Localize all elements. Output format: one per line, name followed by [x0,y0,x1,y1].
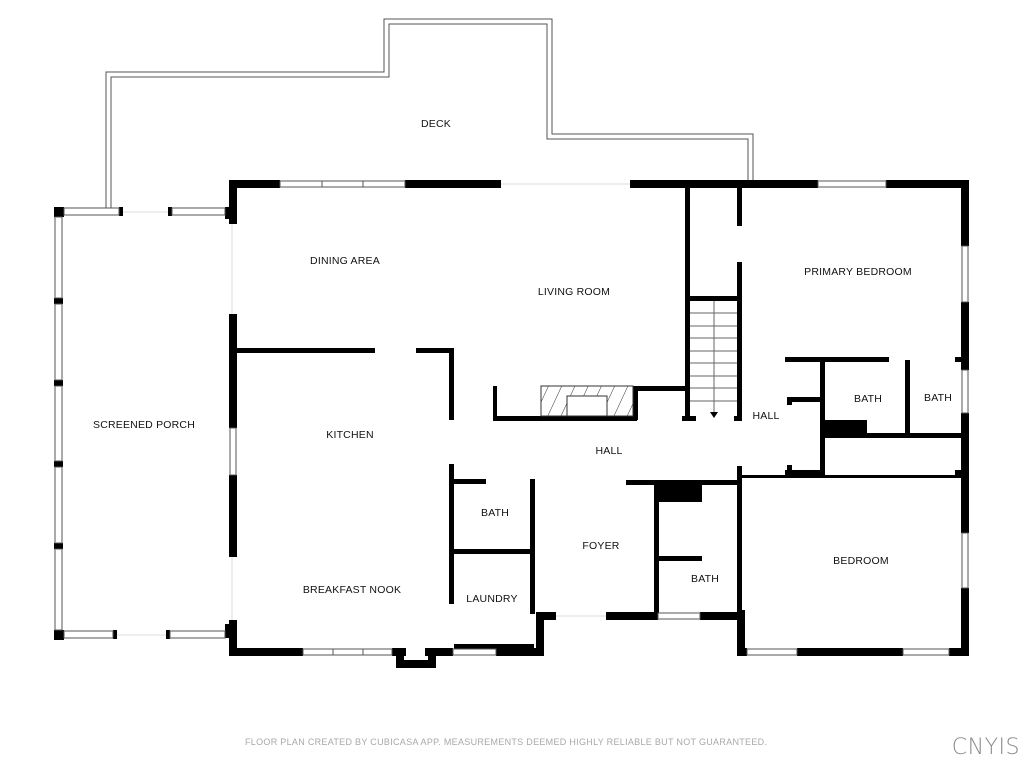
room-label-bedroom: BEDROOM [833,555,889,567]
fireplace [540,385,634,417]
room-label-hall-east: HALL [752,410,780,422]
room-label-foyer: FOYER [582,540,620,552]
room-label-laundry: LAUNDRY [466,593,518,605]
staircase [690,301,737,418]
room-label-bath-south: BATH [690,573,720,585]
disclaimer-text: FLOOR PLAN CREATED BY CUBICASA APP. MEAS… [245,737,768,747]
deck-outline [105,18,754,210]
room-label-deck: DECK [421,118,451,130]
openings [117,183,630,636]
room-label-breakfast-nook: BREAKFAST NOOK [302,584,402,596]
room-label-bath-west: BATH [480,507,510,519]
windows [54,180,969,656]
room-label-kitchen: KITCHEN [326,429,374,441]
room-label-bath-primary-2: BATH [923,392,953,404]
watermark-logo: CNYIS [951,735,1020,760]
stair-arrow-icon [710,412,718,418]
room-label-living-room: LIVING ROOM [537,286,611,298]
room-label-dining-area: DINING AREA [310,255,380,267]
room-label-screened-porch: SCREENED PORCH [93,419,195,431]
room-label-primary-bedroom: PRIMARY BEDROOM [804,266,912,278]
room-label-hall-center: HALL [595,445,623,457]
room-label-bath-primary-1: BATH [853,393,883,405]
interior-walls [233,186,965,655]
screened-porch-walls [54,207,235,640]
